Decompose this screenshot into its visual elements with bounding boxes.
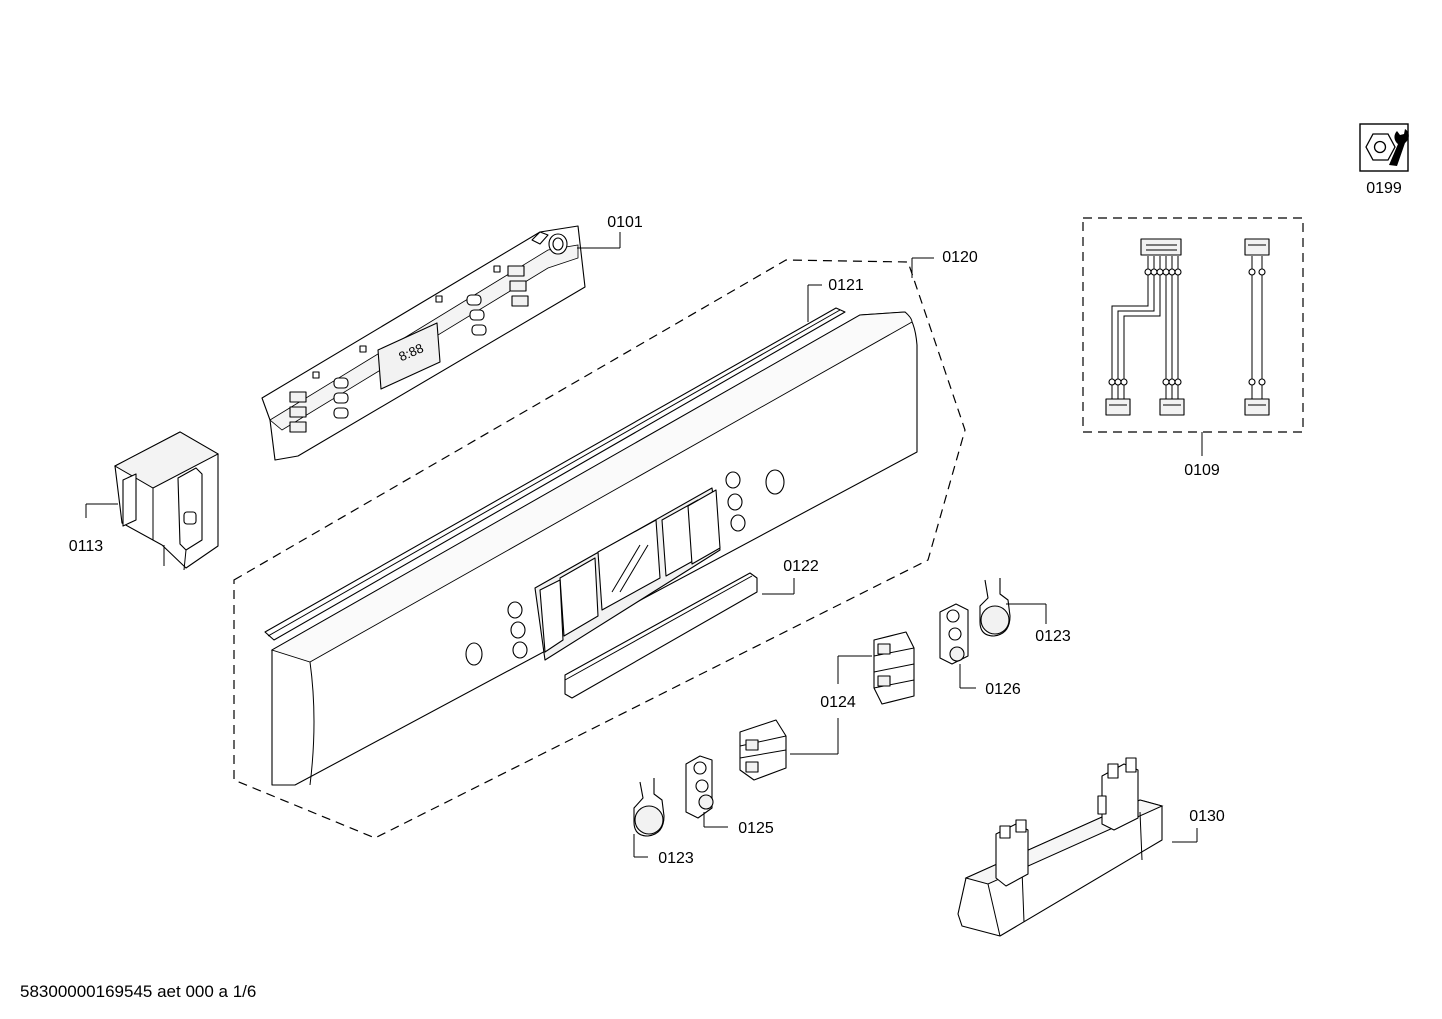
button-strip-0124-left	[739, 719, 787, 781]
trim-strip-0121	[264, 307, 846, 641]
button-set-0125	[685, 755, 714, 819]
nut-and-wrench-icon	[1359, 123, 1409, 172]
bracket-0113	[113, 431, 220, 571]
part-label-0123-left: 0123	[658, 850, 694, 867]
part-label-0125: 0125	[738, 820, 774, 837]
button-strip-0124-right	[873, 631, 915, 705]
part-label-0124: 0124	[820, 694, 856, 711]
rotary-knob-0123-left	[633, 778, 665, 837]
part-label-0199: 0199	[1366, 180, 1402, 197]
rotary-knob-0123-right	[979, 578, 1011, 637]
part-label-0122: 0122	[783, 558, 819, 575]
drawing-reference-footer: 58300000169545 aet 000 a 1/6	[20, 982, 256, 1001]
part-label-0130: 0130	[1189, 808, 1225, 825]
part-label-0101: 0101	[607, 214, 643, 231]
control-module-0101: 8:88	[261, 225, 586, 461]
lower-housing-0130	[957, 757, 1164, 937]
wiring-harness-0109	[1082, 217, 1304, 433]
part-label-0126: 0126	[985, 681, 1021, 698]
fascia-panel	[270, 311, 918, 786]
part-label-0109: 0109	[1184, 462, 1220, 479]
fascia-assembly-0120	[233, 259, 966, 839]
part-label-0120: 0120	[942, 249, 978, 266]
part-label-0113: 0113	[69, 538, 104, 555]
part-label-0121: 0121	[828, 277, 864, 294]
part-label-0123-right: 0123	[1035, 628, 1071, 645]
cover-strip-0122	[564, 572, 758, 699]
button-set-0126	[939, 603, 969, 665]
